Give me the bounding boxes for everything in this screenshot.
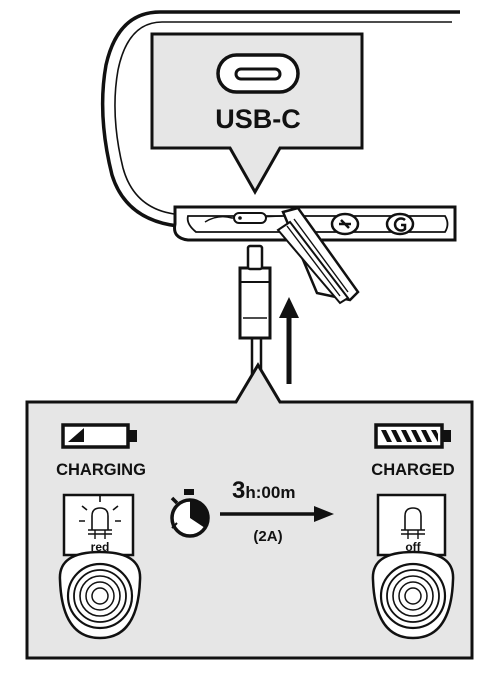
stopwatch-icon <box>170 489 210 538</box>
usb-c-port-icon <box>216 53 300 94</box>
battery-low-icon <box>61 423 137 449</box>
usb-c-plug-tip <box>246 244 264 271</box>
led-bulb-icon <box>79 496 121 539</box>
charging-state: CHARGING red <box>56 423 146 640</box>
speaker-button-icon <box>330 212 360 236</box>
usb-c-callout: USB-C <box>150 32 364 196</box>
port-flap <box>276 206 360 305</box>
charge-time-minutes: 00 <box>261 483 280 502</box>
battery-full-icon <box>374 423 451 449</box>
charged-label: CHARGED <box>371 461 455 479</box>
speaker-usb-port-icon <box>233 212 267 224</box>
charge-time: 3h:00m <box>232 477 295 504</box>
charging-led-color: red <box>91 540 110 554</box>
speaker-button-icon-2 <box>385 212 415 236</box>
charging-label: CHARGING <box>56 461 146 479</box>
charged-led-color: off <box>405 540 421 554</box>
charged-state: CHARGED off <box>371 423 455 640</box>
charge-current: (2A) <box>253 528 282 545</box>
usb-c-cable <box>238 244 272 395</box>
charged-status-led <box>371 550 455 640</box>
charge-time-group: 3h:00m (2A) <box>170 477 334 545</box>
usb-c-label: USB-C <box>215 104 301 134</box>
charging-led-callout: red <box>62 493 135 588</box>
speaker-port-strip <box>173 205 457 242</box>
charge-time-hours-unit: h: <box>245 483 261 502</box>
charge-progress-arrow <box>220 506 334 522</box>
charge-time-hours: 3 <box>232 477 245 504</box>
charge-time-minutes-unit: m <box>280 483 295 502</box>
charging-status-led <box>58 550 142 640</box>
led-bulb-off-icon <box>401 507 425 539</box>
insert-arrow-icon <box>279 297 299 384</box>
